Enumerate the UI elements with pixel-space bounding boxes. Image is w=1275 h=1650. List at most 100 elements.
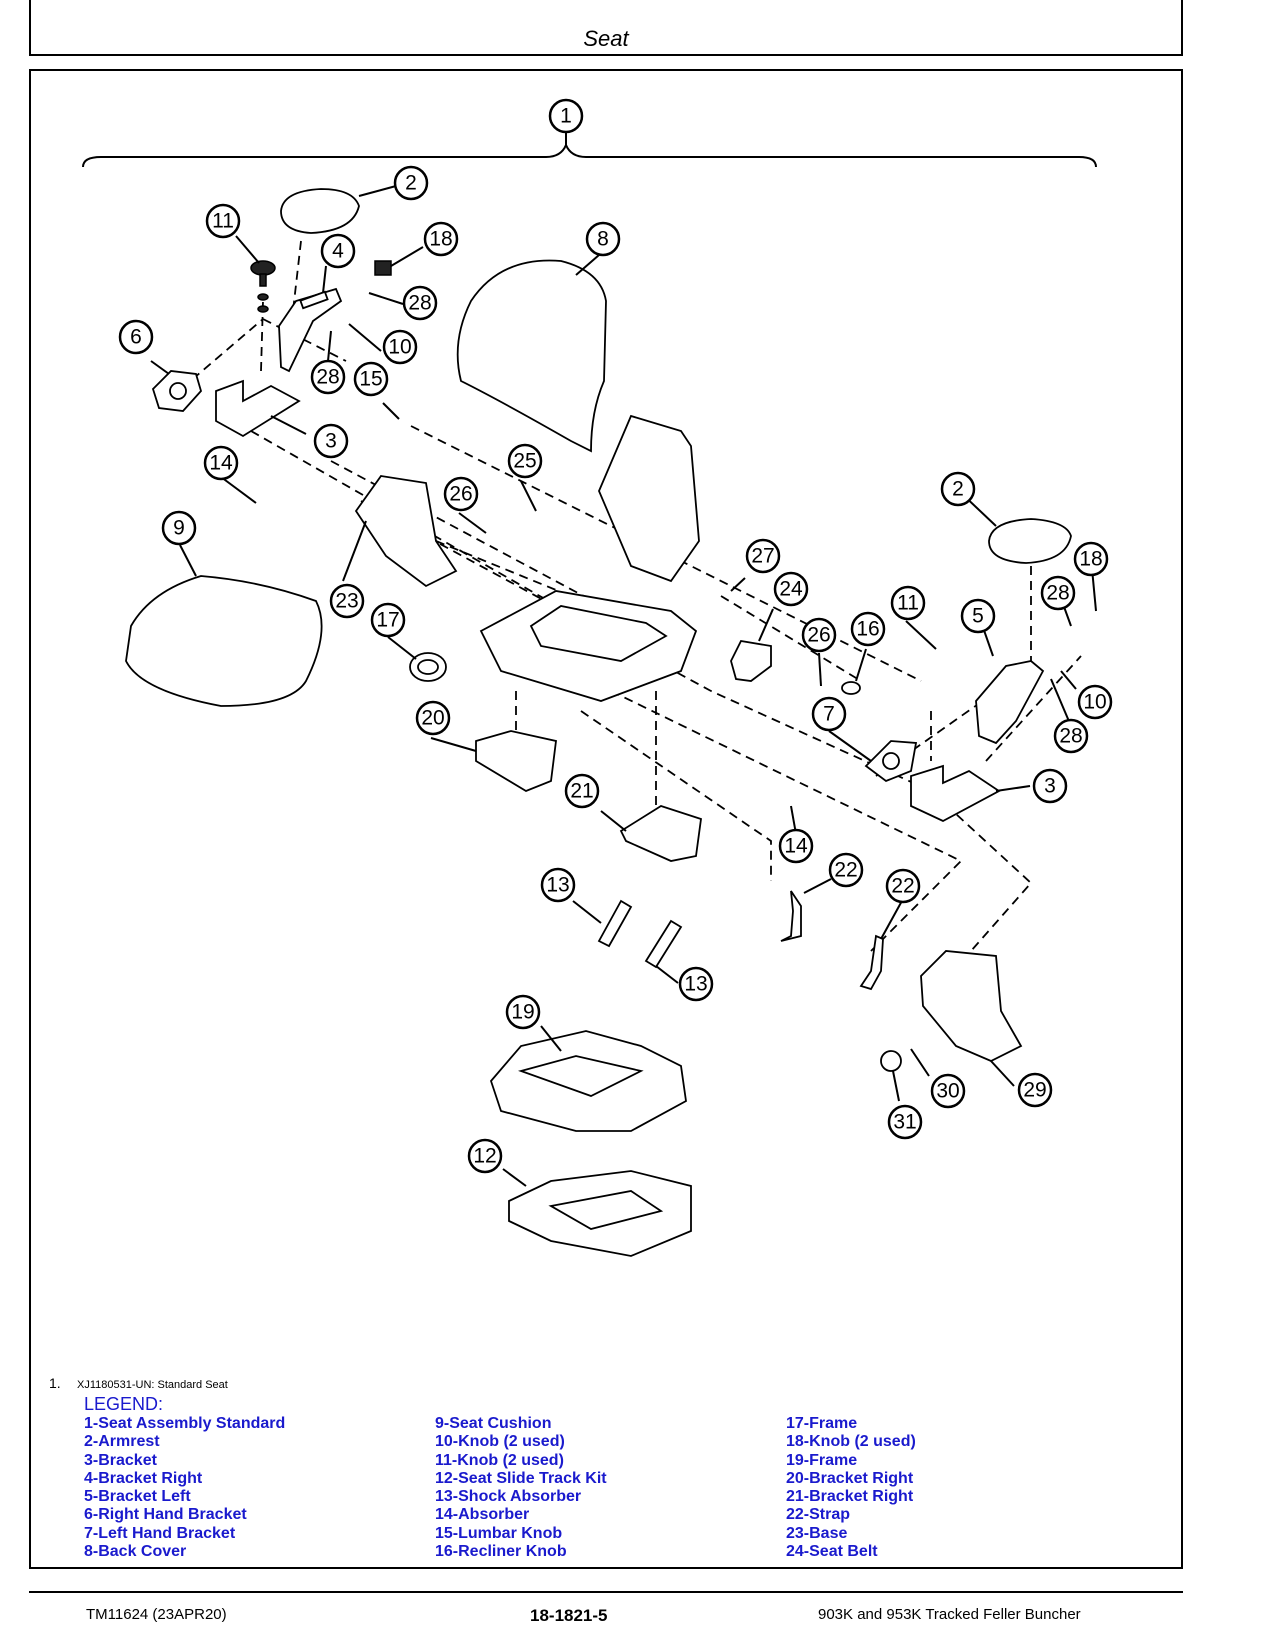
callout-31: 31 — [887, 1104, 923, 1140]
callout-14-right: 14 — [778, 828, 814, 864]
footer-product: 903K and 953K Tracked Feller Buncher — [818, 1606, 1081, 1623]
svg-text:10: 10 — [1083, 691, 1106, 714]
leader-lines — [150, 131, 1097, 1187]
part-recliner-knob-16 — [841, 681, 861, 695]
part-slide-track-12 — [508, 1170, 692, 1257]
callout-29: 29 — [1017, 1072, 1053, 1108]
svg-text:24: 24 — [779, 578, 803, 601]
svg-text:29: 29 — [1023, 1079, 1046, 1102]
callout-6: 6 — [118, 319, 154, 355]
legend-item: 9-Seat Cushion — [435, 1415, 552, 1432]
legend-item: 15-Lumbar Knob — [435, 1524, 563, 1542]
callout-30: 30 — [930, 1073, 966, 1109]
callout-18-right: 18 — [1073, 541, 1109, 577]
figure-caption-text: XJ1180531-UN: Standard Seat — [77, 1379, 228, 1391]
legend-item: 14-Absorber — [435, 1506, 530, 1524]
svg-text:27: 27 — [751, 545, 774, 568]
assembly-lines — [180, 240, 1082, 952]
part-knob-18-left — [374, 260, 392, 276]
callout-28-d: 28 — [1053, 718, 1089, 754]
part-strap-22 — [780, 890, 884, 991]
callout-26-right: 26 — [801, 617, 837, 653]
part-bracket-6 — [151, 370, 203, 412]
svg-text:4: 4 — [332, 240, 344, 263]
part-bracket-3-right — [910, 764, 1001, 823]
svg-text:31: 31 — [893, 1111, 916, 1134]
legend-item: 16-Recliner Knob — [435, 1543, 567, 1561]
legend-item: 1-Seat Assembly Standard — [84, 1415, 286, 1432]
svg-text:2: 2 — [405, 172, 417, 195]
legend-item: 6-Right Hand Bracket — [84, 1506, 247, 1524]
part-bracket-7 — [864, 740, 918, 783]
legend-item: 17-Frame — [786, 1415, 858, 1432]
callout-22-right: 22 — [885, 868, 921, 904]
svg-text:2: 2 — [952, 478, 964, 501]
svg-text:12: 12 — [473, 1145, 496, 1168]
legend-item: 19-Frame — [786, 1451, 858, 1469]
legend-item: 22-Strap — [786, 1506, 851, 1524]
part-bracket-5 — [975, 660, 1045, 745]
svg-text:18: 18 — [1079, 548, 1102, 571]
svg-text:28: 28 — [316, 366, 339, 389]
figure-caption: 1. XJ1180531-UN: Standard Seat — [49, 1375, 228, 1391]
callout-16: 16 — [850, 611, 886, 647]
figure-frame: 1 2 11 4 18 8 28 10 28 6 15 3 14 25 26 9… — [29, 69, 1183, 1569]
part-back-cover — [456, 259, 607, 453]
part-bracket-right-4 — [278, 287, 343, 373]
svg-text:28: 28 — [408, 292, 431, 315]
svg-text:23: 23 — [335, 590, 358, 613]
footer-divider — [29, 1591, 1183, 1593]
svg-text:3: 3 — [1044, 775, 1056, 798]
part-seat-frame — [479, 414, 700, 702]
callout-27: 27 — [745, 538, 781, 574]
callout-1: 1 — [548, 98, 584, 134]
callout-17: 17 — [370, 602, 406, 638]
assembly-brace — [82, 142, 1097, 168]
callout-19: 19 — [505, 994, 541, 1030]
legend-item: 23-Base — [786, 1524, 848, 1542]
callout-28-b: 28 — [310, 359, 346, 395]
svg-text:28: 28 — [1059, 725, 1082, 748]
legend-item: 7-Left Hand Bracket — [84, 1524, 236, 1542]
callout-26-left: 26 — [443, 476, 479, 512]
callout-23: 23 — [329, 583, 365, 619]
legend-item: 4-Bracket Right — [84, 1469, 203, 1487]
callout-3-left: 3 — [313, 423, 349, 459]
svg-text:17: 17 — [376, 609, 399, 632]
callout-10-right: 10 — [1077, 684, 1113, 720]
svg-text:26: 26 — [807, 624, 830, 647]
svg-text:28: 28 — [1046, 582, 1069, 605]
part-armrest-right — [988, 518, 1072, 564]
svg-text:19: 19 — [511, 1001, 534, 1024]
legend-item: 3-Bracket — [84, 1451, 157, 1469]
callout-2-left: 2 — [393, 165, 429, 201]
exploded-seat-diagram: 1 2 11 4 18 8 28 10 28 6 15 3 14 25 26 9… — [82, 98, 1113, 1257]
svg-text:5: 5 — [972, 605, 984, 628]
legend-item: 20-Bracket Right — [786, 1469, 914, 1487]
figure-number: 1. — [49, 1375, 61, 1391]
page-title: Seat — [583, 26, 629, 51]
callout-10-left: 10 — [382, 329, 418, 365]
callout-13-lower: 13 — [678, 966, 714, 1002]
legend-item: 5-Bracket Left — [84, 1488, 191, 1506]
part-knob-31 — [880, 1050, 902, 1072]
svg-text:3: 3 — [325, 430, 337, 453]
part-armrest-left — [280, 188, 360, 234]
legend-item: 18-Knob (2 used) — [786, 1433, 916, 1451]
callout-28-a: 28 — [402, 285, 438, 321]
callout-8: 8 — [585, 221, 621, 257]
part-knob-11-left — [250, 260, 276, 313]
callout-3-right: 3 — [1032, 768, 1068, 804]
part-frame-17 — [409, 652, 447, 682]
svg-text:1: 1 — [560, 105, 572, 128]
svg-text:7: 7 — [823, 703, 835, 726]
part-frame-19 — [489, 1030, 687, 1132]
callout-5: 5 — [960, 598, 996, 634]
part-base-23 — [354, 475, 458, 588]
legend-item: 10-Knob (2 used) — [435, 1433, 565, 1451]
legend-column-2: 9-Seat Cushion 10-Knob (2 used) 11-Knob … — [435, 1415, 607, 1561]
callout-4: 4 — [320, 233, 356, 269]
svg-text:21: 21 — [570, 780, 593, 803]
svg-text:13: 13 — [684, 973, 707, 996]
callout-18-left: 18 — [423, 221, 459, 257]
